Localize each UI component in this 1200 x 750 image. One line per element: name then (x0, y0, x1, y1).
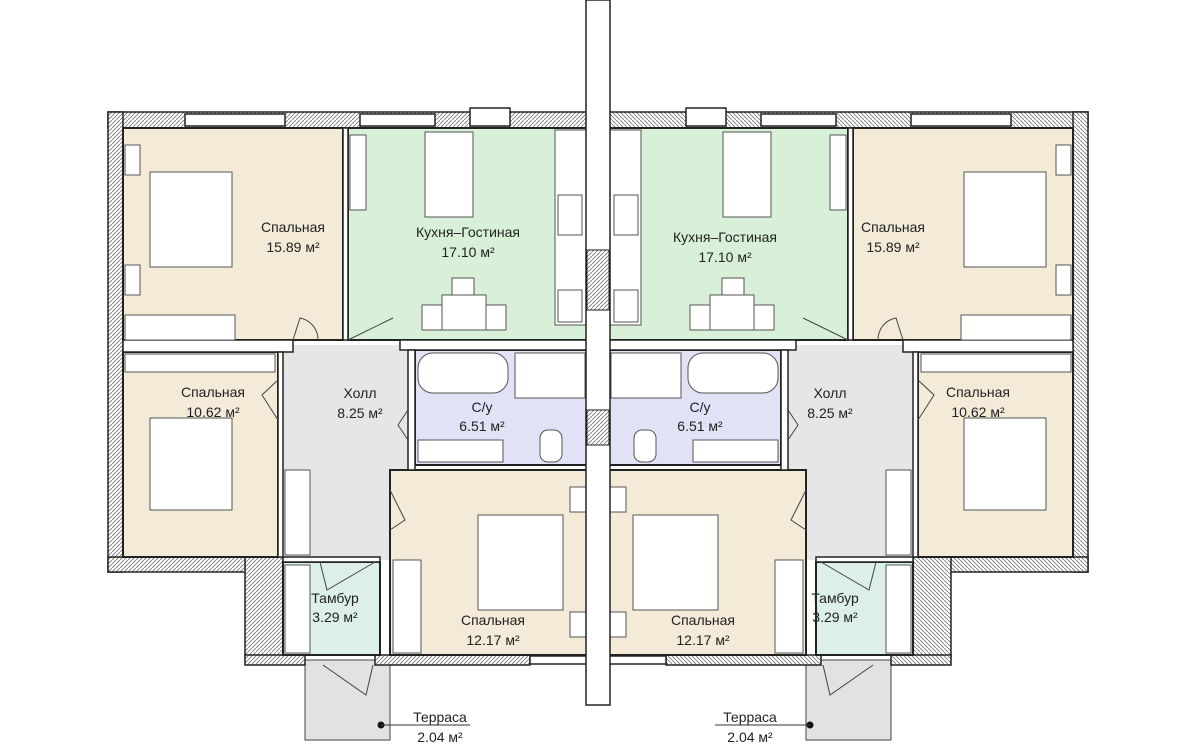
room-name: Терраса (723, 709, 777, 725)
room-area: 12.17 м² (676, 632, 730, 648)
room-area: 2.04 м² (727, 729, 773, 745)
room-name: Спальная (671, 612, 735, 628)
room-area: 2.04 м² (417, 729, 463, 745)
room-name: С/у (690, 399, 711, 415)
room-area: 10.62 м² (951, 404, 1005, 420)
ventilation-shaft (586, 249, 610, 311)
room-name: Кухня–Гостиная (416, 224, 520, 240)
central-party-wall (585, 0, 611, 706)
room-name: Холл (344, 385, 377, 401)
room-area: 6.51 м² (459, 418, 505, 434)
room-name: Спальная (861, 219, 925, 235)
room-name: Спальная (181, 384, 245, 400)
room-area: 3.29 м² (812, 609, 858, 625)
room-area: 17.10 м² (441, 244, 495, 260)
room-name: Тамбур (811, 590, 859, 606)
room-area: 17.10 м² (698, 249, 752, 265)
room-name: Тамбур (311, 590, 359, 606)
room-name: Спальная (461, 612, 525, 628)
room-area: 15.89 м² (866, 239, 920, 255)
room-name: Спальная (261, 219, 325, 235)
room-name: Спальная (946, 384, 1010, 400)
room-area: 3.29 м² (312, 609, 358, 625)
room-name: Кухня–Гостиная (673, 229, 777, 245)
room-area: 12.17 м² (466, 632, 520, 648)
room-name: Терраса (413, 709, 467, 725)
room-area: 8.25 м² (337, 405, 383, 421)
room-area: 10.62 м² (186, 404, 240, 420)
room-area: 8.25 м² (807, 405, 853, 421)
room-area: 6.51 м² (677, 418, 723, 434)
right-unit (597, 107, 1089, 741)
room-name: С/у (472, 399, 493, 415)
ventilation-shaft (586, 409, 610, 446)
room-area: 15.89 м² (266, 239, 320, 255)
left-unit (107, 107, 599, 741)
room-name: Холл (814, 385, 847, 401)
